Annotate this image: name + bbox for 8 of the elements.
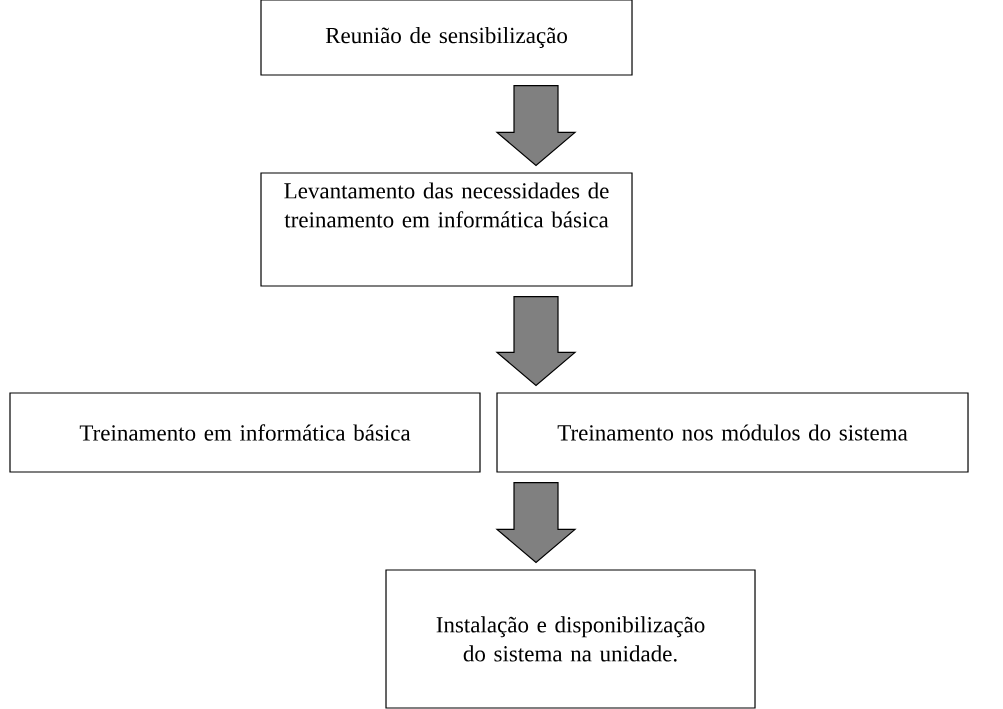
process-box: Treinamento nos módulos do sistema xyxy=(496,392,969,473)
process-box: Levantamento das necessidades de treinamento em informática básica xyxy=(260,172,633,287)
process-box: Treinamento em informática básica xyxy=(9,392,481,473)
block-arrow xyxy=(495,296,577,387)
process-box: Reunião de sensibilização xyxy=(260,0,633,76)
block-arrow xyxy=(495,482,577,564)
block-arrow xyxy=(495,85,577,167)
process-box: Instalação e disponibilização do sistema na unidade. xyxy=(385,569,756,709)
